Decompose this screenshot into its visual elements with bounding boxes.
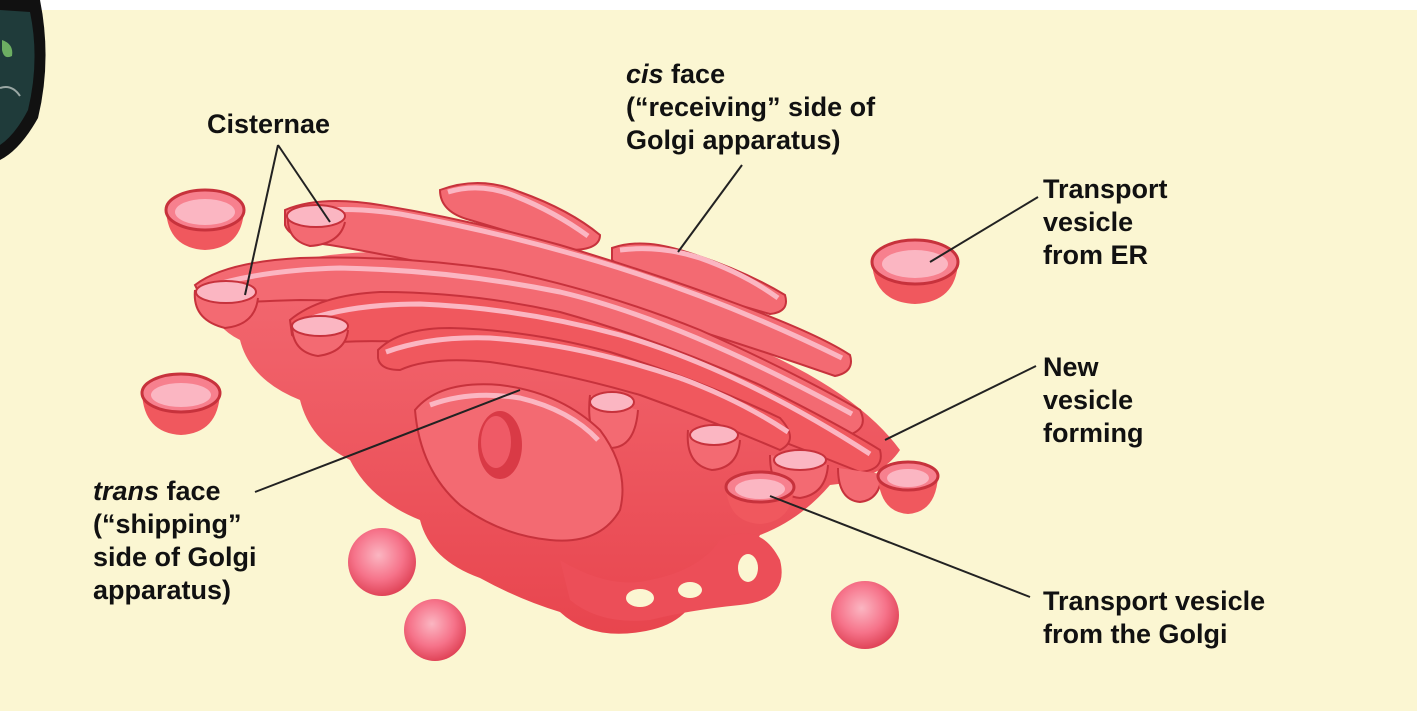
trans-face-line1: trans face (93, 475, 257, 508)
white-frame-top (0, 0, 1417, 10)
label-new-vesicle: New vesicle forming (1043, 351, 1144, 450)
label-cisternae: Cisternae (207, 108, 330, 141)
vesicle-bottom-right (831, 581, 899, 649)
trans-term: trans (93, 476, 159, 506)
transport-er-line1: Transport (1043, 173, 1168, 206)
cis-face-line3: Golgi apparatus) (626, 124, 875, 157)
new-vesicle-line1: New (1043, 351, 1144, 384)
transport-er-line2: vesicle (1043, 206, 1168, 239)
label-trans-face: trans face (“shipping” side of Golgi app… (93, 475, 257, 607)
transport-golgi-line1: Transport vesicle (1043, 585, 1265, 618)
new-vesicle-line3: forming (1043, 417, 1144, 450)
trans-face-line2: (“shipping” (93, 508, 257, 541)
vesicle-bottom-left-b (404, 599, 466, 661)
cis-face-word: face (664, 59, 726, 89)
transport-golgi-line2: from the Golgi (1043, 618, 1265, 651)
cis-term: cis (626, 59, 664, 89)
transport-er-line3: from ER (1043, 239, 1168, 272)
vesicle-bottom-left-a (348, 528, 416, 596)
trans-face-line4: apparatus) (93, 574, 257, 607)
trans-face-word: face (159, 476, 221, 506)
cis-face-line2: (“receiving” side of (626, 91, 875, 124)
new-vesicle-line2: vesicle (1043, 384, 1144, 417)
trans-face-line3: side of Golgi (93, 541, 257, 574)
cisternae-line1: Cisternae (207, 108, 330, 141)
label-cis-face: cis face (“receiving” side of Golgi appa… (626, 58, 875, 157)
label-transport-vesicle-golgi: Transport vesicle from the Golgi (1043, 585, 1265, 651)
label-transport-vesicle-er: Transport vesicle from ER (1043, 173, 1168, 272)
cis-face-line1: cis face (626, 58, 875, 91)
